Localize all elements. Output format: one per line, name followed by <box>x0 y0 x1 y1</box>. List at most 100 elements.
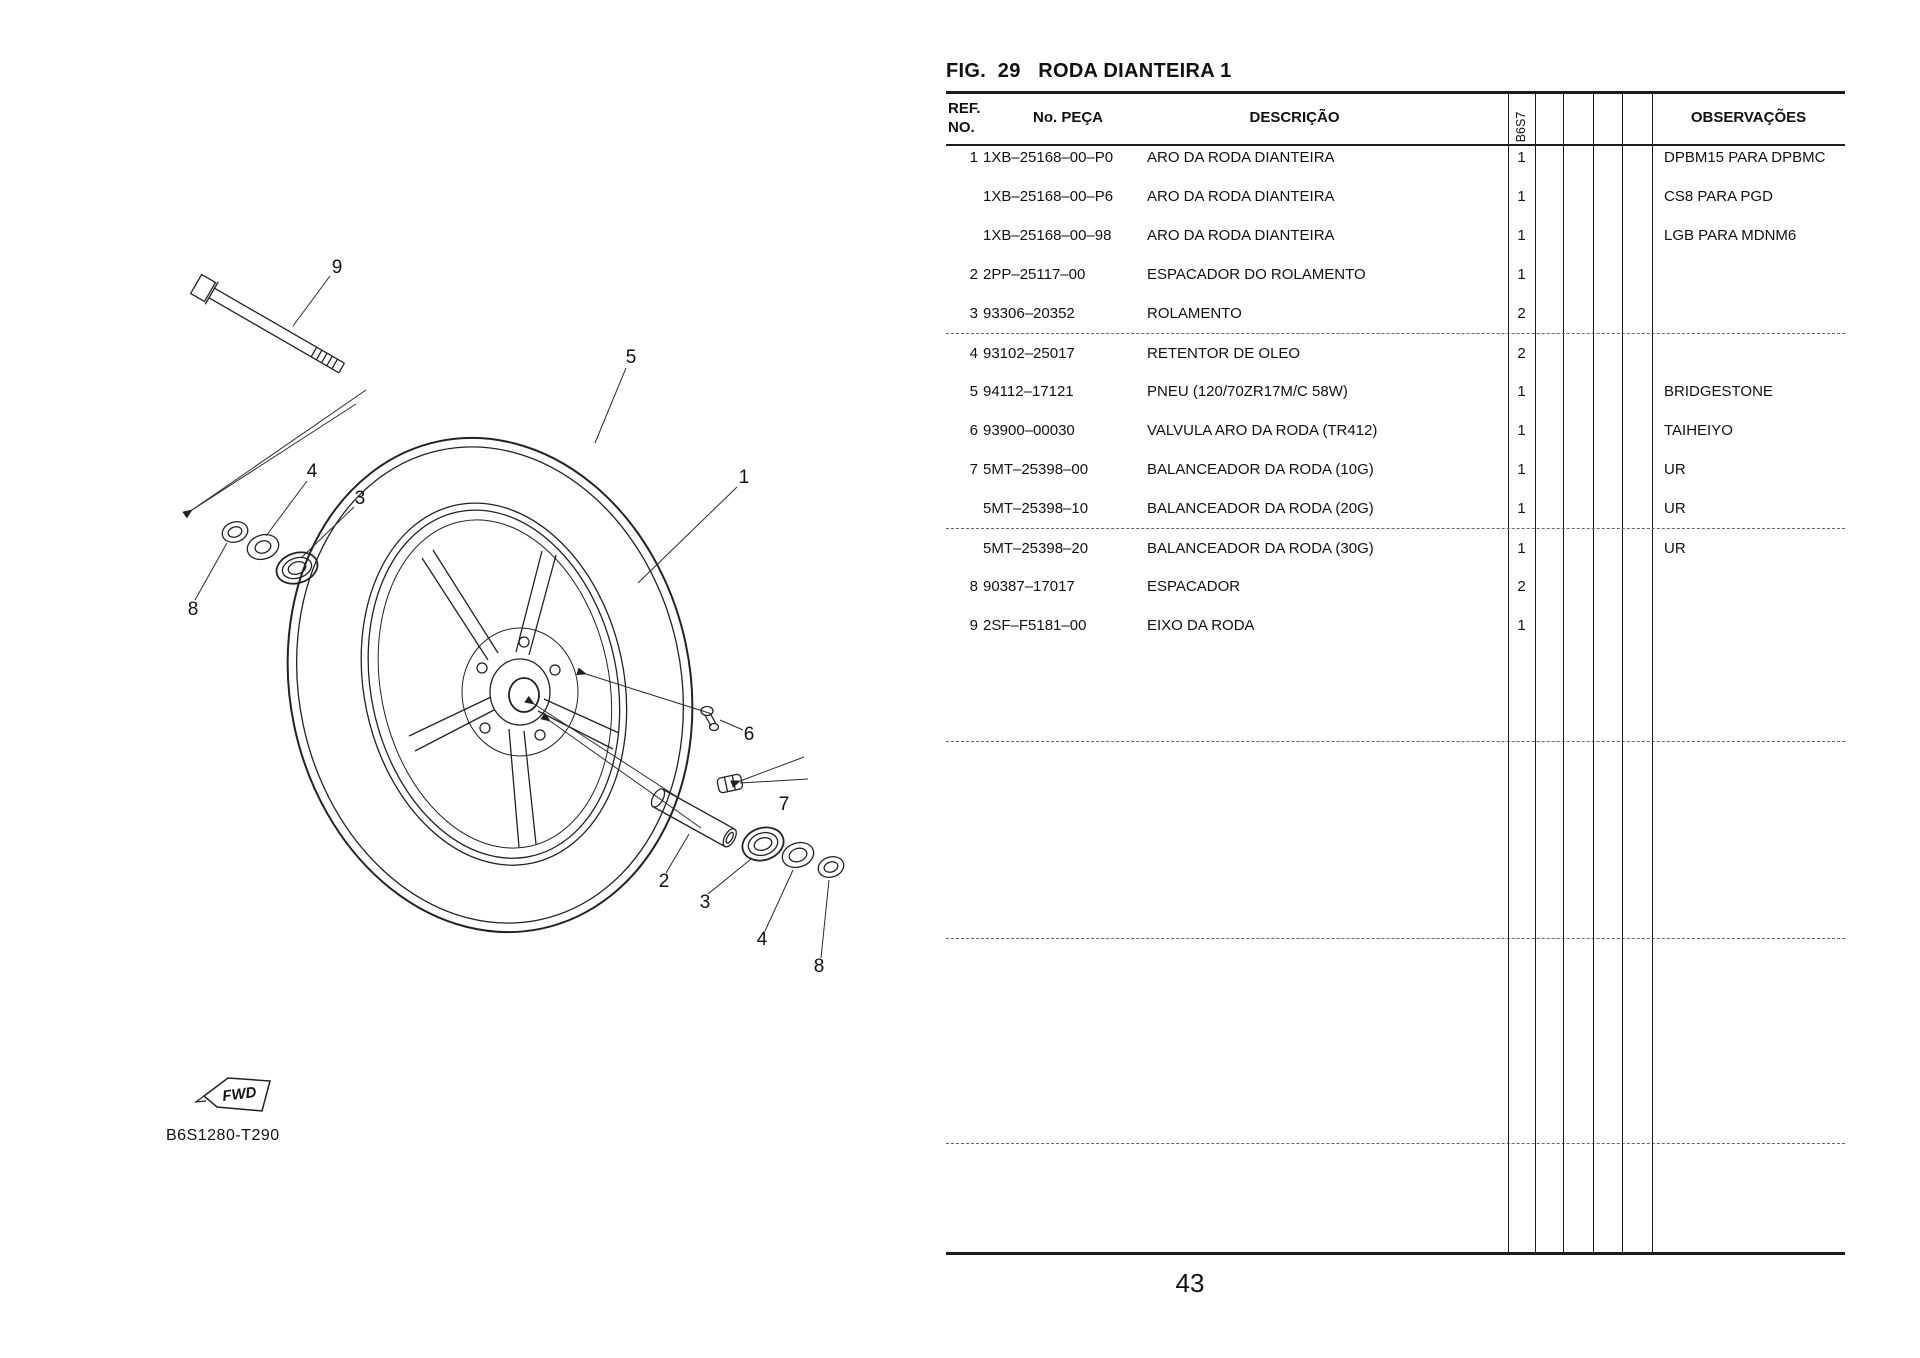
row-description: ARO DA RODA DIANTEIRA <box>1147 188 1335 205</box>
row-ref-no: 3 <box>969 305 978 322</box>
row-quantity: 1 <box>1517 540 1526 557</box>
row-description: PNEU (120/70ZR17M/C 58W) <box>1147 383 1348 400</box>
leader-lines <box>182 275 830 959</box>
fwd-arrow-icon: FWD <box>193 1077 271 1112</box>
callout-number: 4 <box>756 929 768 950</box>
row-ref-no: 9 <box>969 617 978 634</box>
row-description: BALANCEADOR DA RODA (10G) <box>1147 461 1374 478</box>
row-description: ARO DA RODA DIANTEIRA <box>1147 227 1335 244</box>
header-part-number: No. PEÇA <box>1032 109 1103 126</box>
row-ref-no: 1 <box>969 149 978 166</box>
row-description: ESPACADOR <box>1147 578 1241 595</box>
row-observation: BRIDGESTONE <box>1664 383 1773 400</box>
header-description: DESCRIÇÃO <box>1249 109 1340 126</box>
header-bottom-rule <box>946 144 1845 146</box>
table-row: 1 1XB–25168–00–P0 ARO DA RODA DIANTEIRA 1 DP… <box>946 138 1845 177</box>
section-dashed-rule <box>946 741 1845 742</box>
row-part-number: 1XB–25168–00–P6 <box>983 188 1114 205</box>
row-quantity: 2 <box>1517 345 1526 362</box>
row-part-number: 93102–25017 <box>983 345 1075 362</box>
left-parts-drawing <box>221 521 319 585</box>
table-row: 5 94112–17121 PNEU (120/70ZR17M/C 58W) 1 BRI… <box>946 372 1845 411</box>
row-part-number: 5MT–25398–20 <box>983 540 1089 557</box>
row-observation: UR <box>1664 461 1686 478</box>
row-part-number: 94112–17121 <box>983 383 1074 400</box>
table-column-rule <box>1593 91 1594 1252</box>
table-row: 2 2PP–25117–00 ESPACADOR DO ROLAMENTO 1 <box>946 255 1845 294</box>
right-parts-drawing <box>650 705 845 878</box>
parts-table: FIG. 29 RODA DIANTEIRA 1 REF. NO. No. PE… <box>946 60 1845 1310</box>
row-description: ARO DA RODA DIANTEIRA <box>1147 149 1335 166</box>
row-description: BALANCEADOR DA RODA (20G) <box>1147 500 1374 517</box>
row-part-number: 93306–20352 <box>983 305 1075 322</box>
wheel-drawing <box>286 436 694 934</box>
row-ref-no: 2 <box>969 266 978 283</box>
row-observation: UR <box>1664 500 1686 517</box>
row-quantity: 2 <box>1517 305 1526 322</box>
header-ref-line2: NO. <box>948 119 975 136</box>
callout-number: 3 <box>354 488 366 509</box>
row-description: VALVULA ARO DA RODA (TR412) <box>1147 422 1378 439</box>
row-quantity: 1 <box>1517 188 1526 205</box>
table-row: 1XB–25168–00–98 ARO DA RODA DIANTEIRA 1 LGB… <box>946 216 1845 255</box>
row-part-number: 5MT–25398–10 <box>983 500 1089 517</box>
callout-number: 9 <box>331 257 343 278</box>
table-row: 9 2SF–F5181–00 EIXO DA RODA 1 <box>946 606 1845 645</box>
figure-title: FIG. 29 RODA DIANTEIRA 1 <box>946 60 1232 82</box>
row-part-number: 2SF–F5181–00 <box>983 617 1087 634</box>
callout-number: 8 <box>187 599 199 620</box>
row-ref-no: 4 <box>969 345 978 362</box>
row-ref-no: 8 <box>969 578 978 595</box>
row-part-number: 93900–00030 <box>983 422 1075 439</box>
section-dashed-rule <box>946 938 1845 939</box>
row-description: EIXO DA RODA <box>1147 617 1255 634</box>
callout-number: 1 <box>738 467 750 488</box>
page-number: 43 <box>1175 1268 1205 1298</box>
callout-number: 3 <box>699 892 711 913</box>
table-row: 1XB–25168–00–P6 ARO DA RODA DIANTEIRA 1 CS8… <box>946 177 1845 216</box>
table-bottom-rule <box>946 1252 1845 1255</box>
table-column-rule <box>1535 91 1536 1252</box>
row-quantity: 1 <box>1517 383 1526 400</box>
row-part-number: 1XB–25168–00–P0 <box>983 149 1114 166</box>
row-ref-no: 5 <box>969 383 978 400</box>
exploded-wheel-diagram: FWD B6S1280-T290 <box>166 273 845 1144</box>
table-row: 3 93306–20352 ROLAMENTO 2 <box>946 294 1845 333</box>
row-quantity: 1 <box>1517 149 1526 166</box>
row-quantity: 1 <box>1517 266 1526 283</box>
axle-bolt-drawing <box>189 273 345 374</box>
row-quantity: 1 <box>1517 422 1526 439</box>
table-row: 6 93900–00030 VALVULA ARO DA RODA (TR412) 1… <box>946 411 1845 450</box>
row-part-number: 2PP–25117–00 <box>983 266 1086 283</box>
section-dashed-rule <box>946 1143 1845 1144</box>
callout-number: 4 <box>306 461 318 482</box>
row-observation: CS8 PARA PGD <box>1664 188 1773 205</box>
header-observations: OBSERVAÇÕES <box>1690 109 1807 126</box>
row-description: ESPACADOR DO ROLAMENTO <box>1147 266 1366 283</box>
row-quantity: 1 <box>1517 500 1526 517</box>
row-part-number: 5MT–25398–00 <box>983 461 1089 478</box>
row-observation: DPBM15 PARA DPBMC <box>1664 149 1826 166</box>
table-column-rule <box>1652 91 1653 1252</box>
header-ref-line1: REF. <box>948 100 981 117</box>
callout-number: 7 <box>778 794 790 815</box>
row-quantity: 1 <box>1517 227 1526 244</box>
table-row: 5MT–25398–10 BALANCEADOR DA RODA (20G) 1 UR <box>946 489 1845 528</box>
table-column-rule <box>1508 91 1509 1252</box>
row-quantity: 1 <box>1517 461 1526 478</box>
table-column-rule <box>1622 91 1623 1252</box>
row-quantity: 1 <box>1517 617 1526 634</box>
table-column-rule <box>1563 91 1564 1252</box>
row-observation: LGB PARA MDNM6 <box>1664 227 1797 244</box>
row-part-number: 1XB–25168–00–98 <box>983 227 1112 244</box>
row-part-number: 90387–17017 <box>983 578 1075 595</box>
row-description: ROLAMENTO <box>1147 305 1242 322</box>
fwd-label: FWD <box>221 1084 257 1105</box>
row-ref-no: 6 <box>969 422 978 439</box>
